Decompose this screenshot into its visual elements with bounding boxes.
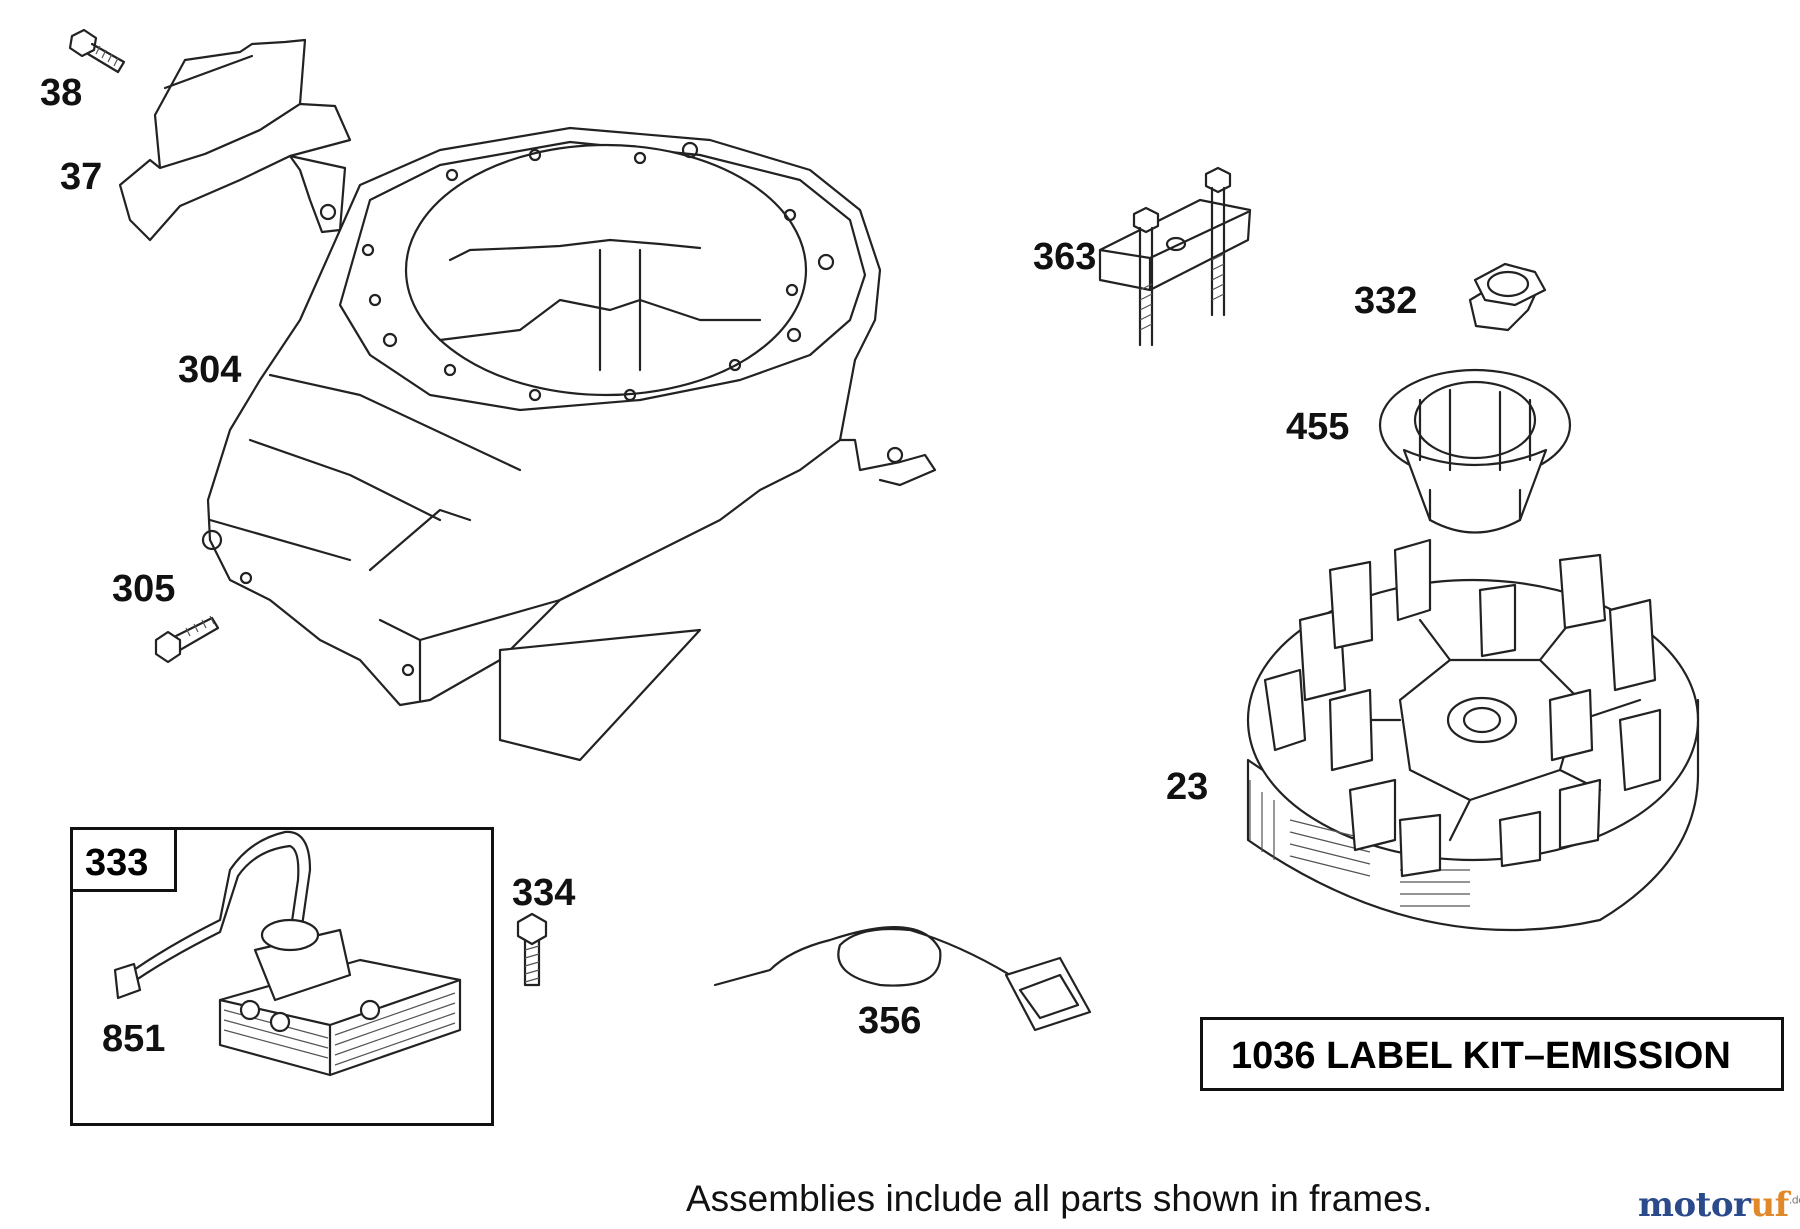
watermark-logo: motoruf.de — [1638, 1185, 1800, 1225]
part-label-356: 356 — [858, 1000, 922, 1042]
blower-housing-304-drawing — [201, 126, 937, 762]
deflector-37-drawing — [118, 38, 352, 242]
part-label-334: 334 — [512, 872, 576, 914]
part-label-23: 23 — [1166, 766, 1209, 808]
label-kit-box: 1036 LABEL KIT–EMISSION — [1200, 1017, 1784, 1091]
part-label-332: 332 — [1354, 280, 1418, 322]
watermark-suffix: .de — [1788, 1193, 1800, 1207]
cup-455-drawing — [1378, 368, 1572, 534]
assembly-frame-tab: 333 — [73, 830, 177, 892]
ground-wire-356-drawing — [713, 926, 1092, 1032]
part-label-363: 363 — [1033, 236, 1097, 278]
armature-333-drawing — [113, 830, 462, 1077]
screw-305-drawing — [154, 615, 220, 664]
screw-38-drawing — [68, 28, 126, 74]
part-label-38: 38 — [40, 72, 83, 114]
part-label-851: 851 — [102, 1018, 166, 1060]
watermark-part-2: uf — [1750, 1185, 1789, 1225]
screw-334-drawing — [516, 912, 548, 987]
bracket-363-drawing — [1098, 166, 1252, 347]
part-label-37: 37 — [60, 156, 103, 198]
flywheel-23-drawing — [1246, 538, 1700, 932]
footer-note: Assemblies include all parts shown in fr… — [686, 1178, 1433, 1219]
nut-332-drawing — [1468, 262, 1547, 332]
part-label-333: 333 — [85, 842, 149, 884]
part-label-455: 455 — [1286, 406, 1350, 448]
part-label-305: 305 — [112, 568, 176, 610]
part-label-304: 304 — [178, 349, 242, 391]
watermark-part-1: motor — [1638, 1185, 1751, 1225]
assembly-frame-333: 333 — [70, 827, 494, 1126]
